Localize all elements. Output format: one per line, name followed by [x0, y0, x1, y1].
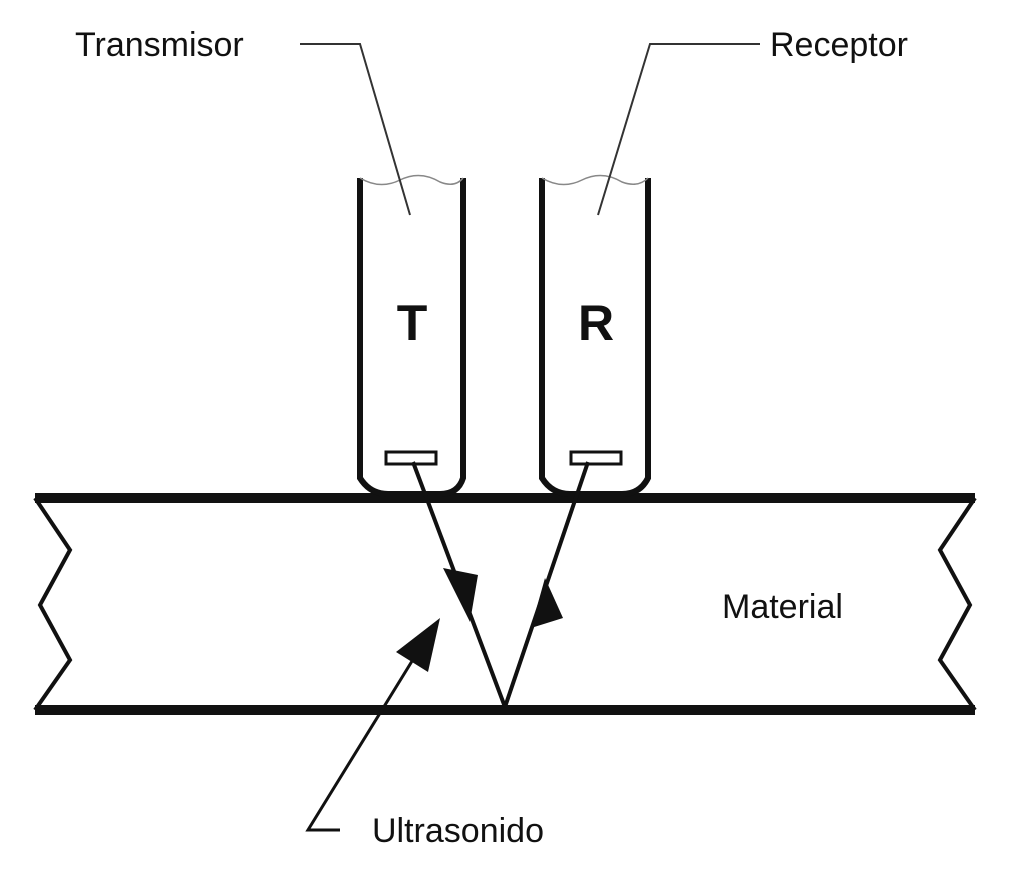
material-label: Material — [722, 588, 843, 626]
transmitter-leader-line — [300, 43, 411, 216]
reflected-arrowhead — [531, 578, 563, 628]
ultrasound-beam — [411, 461, 590, 708]
receiver-leader-line — [597, 43, 760, 216]
material-right-break — [937, 496, 977, 712]
receiver-letter: R — [578, 295, 614, 351]
transmitter-letter: T — [397, 295, 428, 351]
receiver-probe: R — [539, 174, 651, 497]
ultrasound-pointer-arrowhead — [396, 618, 440, 672]
ultrasound-label: Ultrasonido — [372, 812, 544, 850]
material-slab — [33, 493, 977, 715]
transmitter-probe: T — [357, 174, 466, 497]
incident-arrowhead — [443, 568, 478, 622]
receiver-crystal — [569, 450, 623, 466]
ultrasound-pointer — [305, 618, 440, 832]
receiver-label: Receptor — [770, 26, 908, 64]
transmitter-crystal — [384, 450, 438, 466]
transmitter-label: Transmisor — [75, 26, 244, 64]
material-left-break — [33, 496, 73, 712]
